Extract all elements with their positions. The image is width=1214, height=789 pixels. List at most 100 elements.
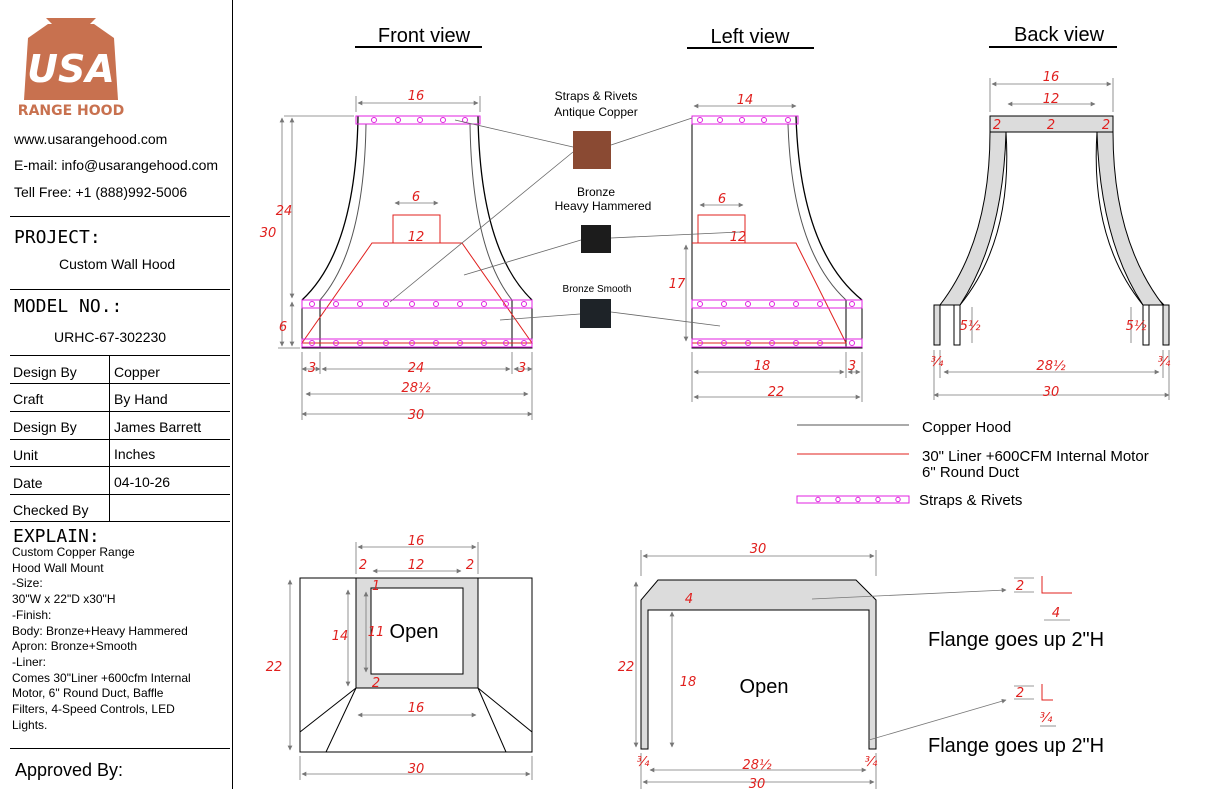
front-view-title: Front view <box>378 25 471 47</box>
dim-label: 14 <box>737 93 754 108</box>
explain-line: Hood Wall Mount <box>12 560 104 575</box>
top-view: 16 2 12 2 22 14 11 1 2 16 30 Open <box>266 534 533 780</box>
dim-label: 16 <box>1043 70 1060 85</box>
dim-label: 2 <box>1016 686 1024 701</box>
dim-label: 16 <box>408 534 425 549</box>
email: E-mail: info@usarangehood.com <box>14 157 219 173</box>
dim-label: 16 <box>408 701 425 716</box>
dim-label: 24 <box>276 204 293 219</box>
title-block: USA RANGE HOOD www.usarangehood.com E-ma… <box>0 0 233 789</box>
legend-liner-line2: 6" Round Duct <box>922 464 1020 481</box>
back-view-title: Back view <box>1014 24 1105 46</box>
divider <box>10 494 230 495</box>
dim-label: 12 <box>730 230 747 245</box>
dim-label: 12 <box>408 230 425 245</box>
open-label-side: Open <box>740 676 789 698</box>
dim-label: 5½ <box>1126 319 1147 334</box>
dim-label: 11 <box>368 625 385 640</box>
dim-label: 5½ <box>960 319 981 334</box>
dim-label: 2 <box>466 558 474 573</box>
dim-label: 30 <box>408 762 425 777</box>
legend-liner-line1: 30" Liner +600CFM Internal Motor <box>922 448 1149 465</box>
dim-label: 2 <box>359 558 367 573</box>
svg-text:USA: USA <box>27 47 115 91</box>
divider <box>10 521 230 522</box>
dim-label: ¾ <box>865 755 878 770</box>
info-key: Date <box>13 475 43 491</box>
material-callouts: Straps & Rivets Antique Copper Bronze He… <box>389 89 741 328</box>
approved-by: Approved By: <box>15 760 124 780</box>
dim-label: 3 <box>308 361 316 376</box>
dim-label: 2 <box>993 118 1001 133</box>
divider <box>10 748 230 749</box>
dim-label: 2 <box>1016 579 1024 594</box>
front-view: 16 24 30 6 6 12 3 24 3 28½ 30 <box>260 89 533 423</box>
dim-label: 30 <box>749 777 766 789</box>
explain-line: Filters, 4-Speed Controls, LED <box>12 702 175 717</box>
back-view: 16 12 2 2 2 5½ 5½ ¾ 28½ ¾ 30 <box>931 70 1171 400</box>
dim-label: 28½ <box>1036 359 1066 374</box>
explain-line: 30"W x 22"D x30"H <box>12 592 116 607</box>
dim-label: 22 <box>266 660 283 675</box>
explain-line: Apron: Bronze+Smooth <box>12 639 138 654</box>
dim-label: 2 <box>1047 118 1055 133</box>
dim-label: 2 <box>372 676 380 691</box>
dim-label: 30 <box>260 226 277 241</box>
explain-line: Comes 30"Liner +600cfm Internal <box>12 670 191 685</box>
material-label-2b: Heavy Hammered <box>555 199 652 213</box>
divider <box>10 383 230 384</box>
dim-label: 14 <box>332 629 349 644</box>
info-value: By Hand <box>114 391 168 407</box>
dim-label: ¾ <box>1040 711 1053 726</box>
dim-label: 22 <box>618 660 635 675</box>
svg-text:RANGE HOOD: RANGE HOOD <box>18 103 124 119</box>
divider <box>10 289 230 290</box>
explain-line: Custom Copper Range <box>12 545 135 559</box>
info-value: 04-10-26 <box>114 474 171 490</box>
divider <box>10 355 230 356</box>
material-label-1a: Straps & Rivets <box>555 89 638 103</box>
info-key: Design By <box>13 419 77 435</box>
dim-label: ¾ <box>1158 355 1171 370</box>
material-label-2a: Bronze <box>577 185 615 199</box>
divider <box>10 466 230 467</box>
flange-note-2: Flange goes up 2"H <box>928 735 1104 757</box>
dim-label: 30 <box>750 542 767 557</box>
dim-label: 28½ <box>742 758 772 773</box>
dim-label: 1 <box>372 579 380 594</box>
explain-line: -Finish: <box>12 607 52 622</box>
dim-label: 30 <box>408 408 425 423</box>
dim-label: 24 <box>408 361 425 376</box>
flange-note-1: Flange goes up 2"H <box>928 629 1104 651</box>
legend: Copper Hood 30" Liner +600CFM Internal M… <box>796 419 1149 509</box>
info-key: Craft <box>13 391 44 407</box>
dim-label: 12 <box>1043 92 1060 107</box>
project-value: Custom Wall Hood <box>59 256 176 272</box>
dim-label: 18 <box>680 675 697 690</box>
flange-details: 2 4 2 ¾ Flange goes up 2"H Flange goes u… <box>928 576 1104 757</box>
info-key: Design By <box>13 364 77 380</box>
dim-label: 12 <box>408 558 425 573</box>
usa-range-hood-logo: USA RANGE HOOD <box>18 18 124 119</box>
open-label-top: Open <box>390 621 439 643</box>
model-value: URHC-67-302230 <box>54 329 167 345</box>
website: www.usarangehood.com <box>14 131 168 147</box>
divider <box>10 439 230 440</box>
material-label-1b: Antique Copper <box>554 105 637 119</box>
dim-label: 17 <box>669 277 686 292</box>
explain-line: -Liner: <box>12 654 47 669</box>
dim-label: 16 <box>408 89 425 104</box>
explain-line: Body: Bronze+Heavy Hammered <box>12 623 188 638</box>
bronze-smooth-swatch <box>580 299 611 328</box>
dim-label: 6 <box>718 192 726 207</box>
explain-label: EXPLAIN: <box>13 526 100 547</box>
info-value: James Barrett <box>114 419 202 435</box>
dim-label: ¾ <box>637 755 650 770</box>
dim-label: 18 <box>754 359 771 374</box>
info-value: Copper <box>114 364 160 380</box>
dim-label: 4 <box>1052 606 1060 621</box>
info-value: Inches <box>114 446 156 462</box>
dim-label: 3 <box>518 361 526 376</box>
divider <box>10 216 230 217</box>
